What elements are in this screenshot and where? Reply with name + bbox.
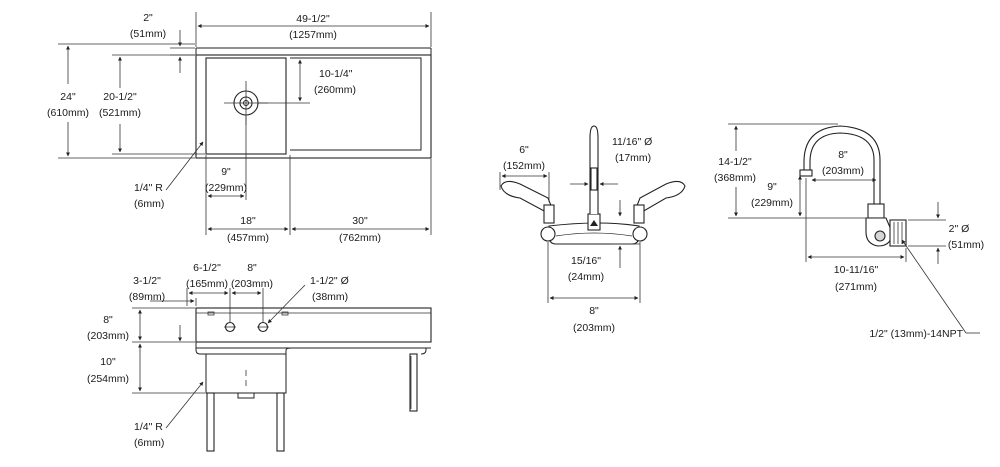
dim-bowl-width-in: 18" [240,215,256,227]
dim-depth-mm: (271mm) [835,281,877,293]
dim-reach-in: 8" [838,149,848,161]
sink-front-view: 3-1/2" (89mm) 6-1/2" (165mm) 8" (203mm) … [87,262,432,452]
dim-backsplash-mm: (51mm) [130,28,166,40]
dim-thread: 1/2" (13mm)-14NPT [869,328,963,340]
dim-centers-mm: (203mm) [573,322,615,334]
front-backsplash [195,307,432,343]
faucet-hole-left-icon [224,321,236,333]
dim-drainboard-mm: (762mm) [339,232,381,244]
dim-bowl-depth-in: 20-1/2" [103,91,137,103]
dim-width-in: 49-1/2" [296,13,330,25]
dim-hole-offset-in: 3-1/2" [133,275,161,287]
dim-inlet-dia-mm: (51mm) [948,239,984,251]
dim-hole-spacing2-mm: (203mm) [231,278,273,290]
dim-depth-in: 10-11/16" [834,264,879,276]
dim-hole-spacing1-in: 6-1/2" [193,262,221,274]
leg-left [206,392,215,452]
dim-radius-mm: (6mm) [134,198,164,210]
dim-centers-in: 8" [589,305,599,317]
dim-drainboard-in: 30" [352,215,368,227]
front-bowl [205,354,287,394]
dim-hole-spacing2-in: 8" [247,262,257,274]
dim-drain-mm: (260mm) [314,84,356,96]
leg-right [409,353,418,412]
dim-reach-mm: (203mm) [822,165,864,177]
dim-hole-offset-mm: (89mm) [129,291,165,303]
dim-bowl-mm: (254mm) [87,373,129,385]
dim-drain-in: 10-1/4" [319,68,353,80]
faucet-front-view: 6" (152mm) 11/16" Ø (17mm) 15/16" (24mm)… [499,125,686,334]
dim-bowl-depth-mm: (521mm) [99,107,141,119]
dim-hole-spacing1-mm: (165mm) [186,278,228,290]
dim-handle-mm: (152mm) [503,160,545,172]
dim-inlet-in: 15/16" [571,255,601,267]
sink-top-view: 49-1/2" (1257mm) 2" (51mm) 24" (610mm) 2… [47,12,432,244]
dim-bowl-width-mm: (457mm) [227,232,269,244]
dim-inlet-mm: (24mm) [568,271,604,283]
leg-middle [276,392,285,452]
dim-spout-height-in: 9" [767,181,777,193]
dim-radius-in: 1/4" R [134,182,163,194]
drainboard [290,57,422,151]
dim-splash-in: 8" [103,314,113,326]
dim-front-radius-in: 1/4" R [134,421,163,433]
dim-splash-mm: (203mm) [87,330,129,342]
dim-height-mm: (368mm) [714,172,756,184]
dim-handle-in: 6" [519,144,529,156]
dim-bowl-in: 10" [100,356,116,368]
dim-backsplash-in: 2" [143,12,153,24]
dim-spout-dia-in: 11/16" Ø [612,136,652,148]
dim-height-in: 14-1/2" [718,156,752,168]
faucet-side-view: 14-1/2" (368mm) 9" (229mm) 8" (203mm) 2"… [714,123,984,340]
dim-depth-in: 24" [60,91,76,103]
dim-inlet-dia-in: 2" Ø [949,223,970,235]
dim-spout-height-mm: (229mm) [751,197,793,209]
faucet-hole-right-icon [257,321,269,333]
dim-depth-mm: (610mm) [47,107,89,119]
dim-front-radius-mm: (6mm) [134,437,164,449]
dim-drain-x-in: 9" [221,166,231,178]
dim-drain-x-mm: (229mm) [205,182,247,194]
dim-spout-dia-mm: (17mm) [615,152,651,164]
dim-hole-dia-in: 1-1/2" Ø [310,275,349,287]
dim-hole-dia-mm: (38mm) [312,291,348,303]
dim-width-mm: (1257mm) [289,29,337,41]
